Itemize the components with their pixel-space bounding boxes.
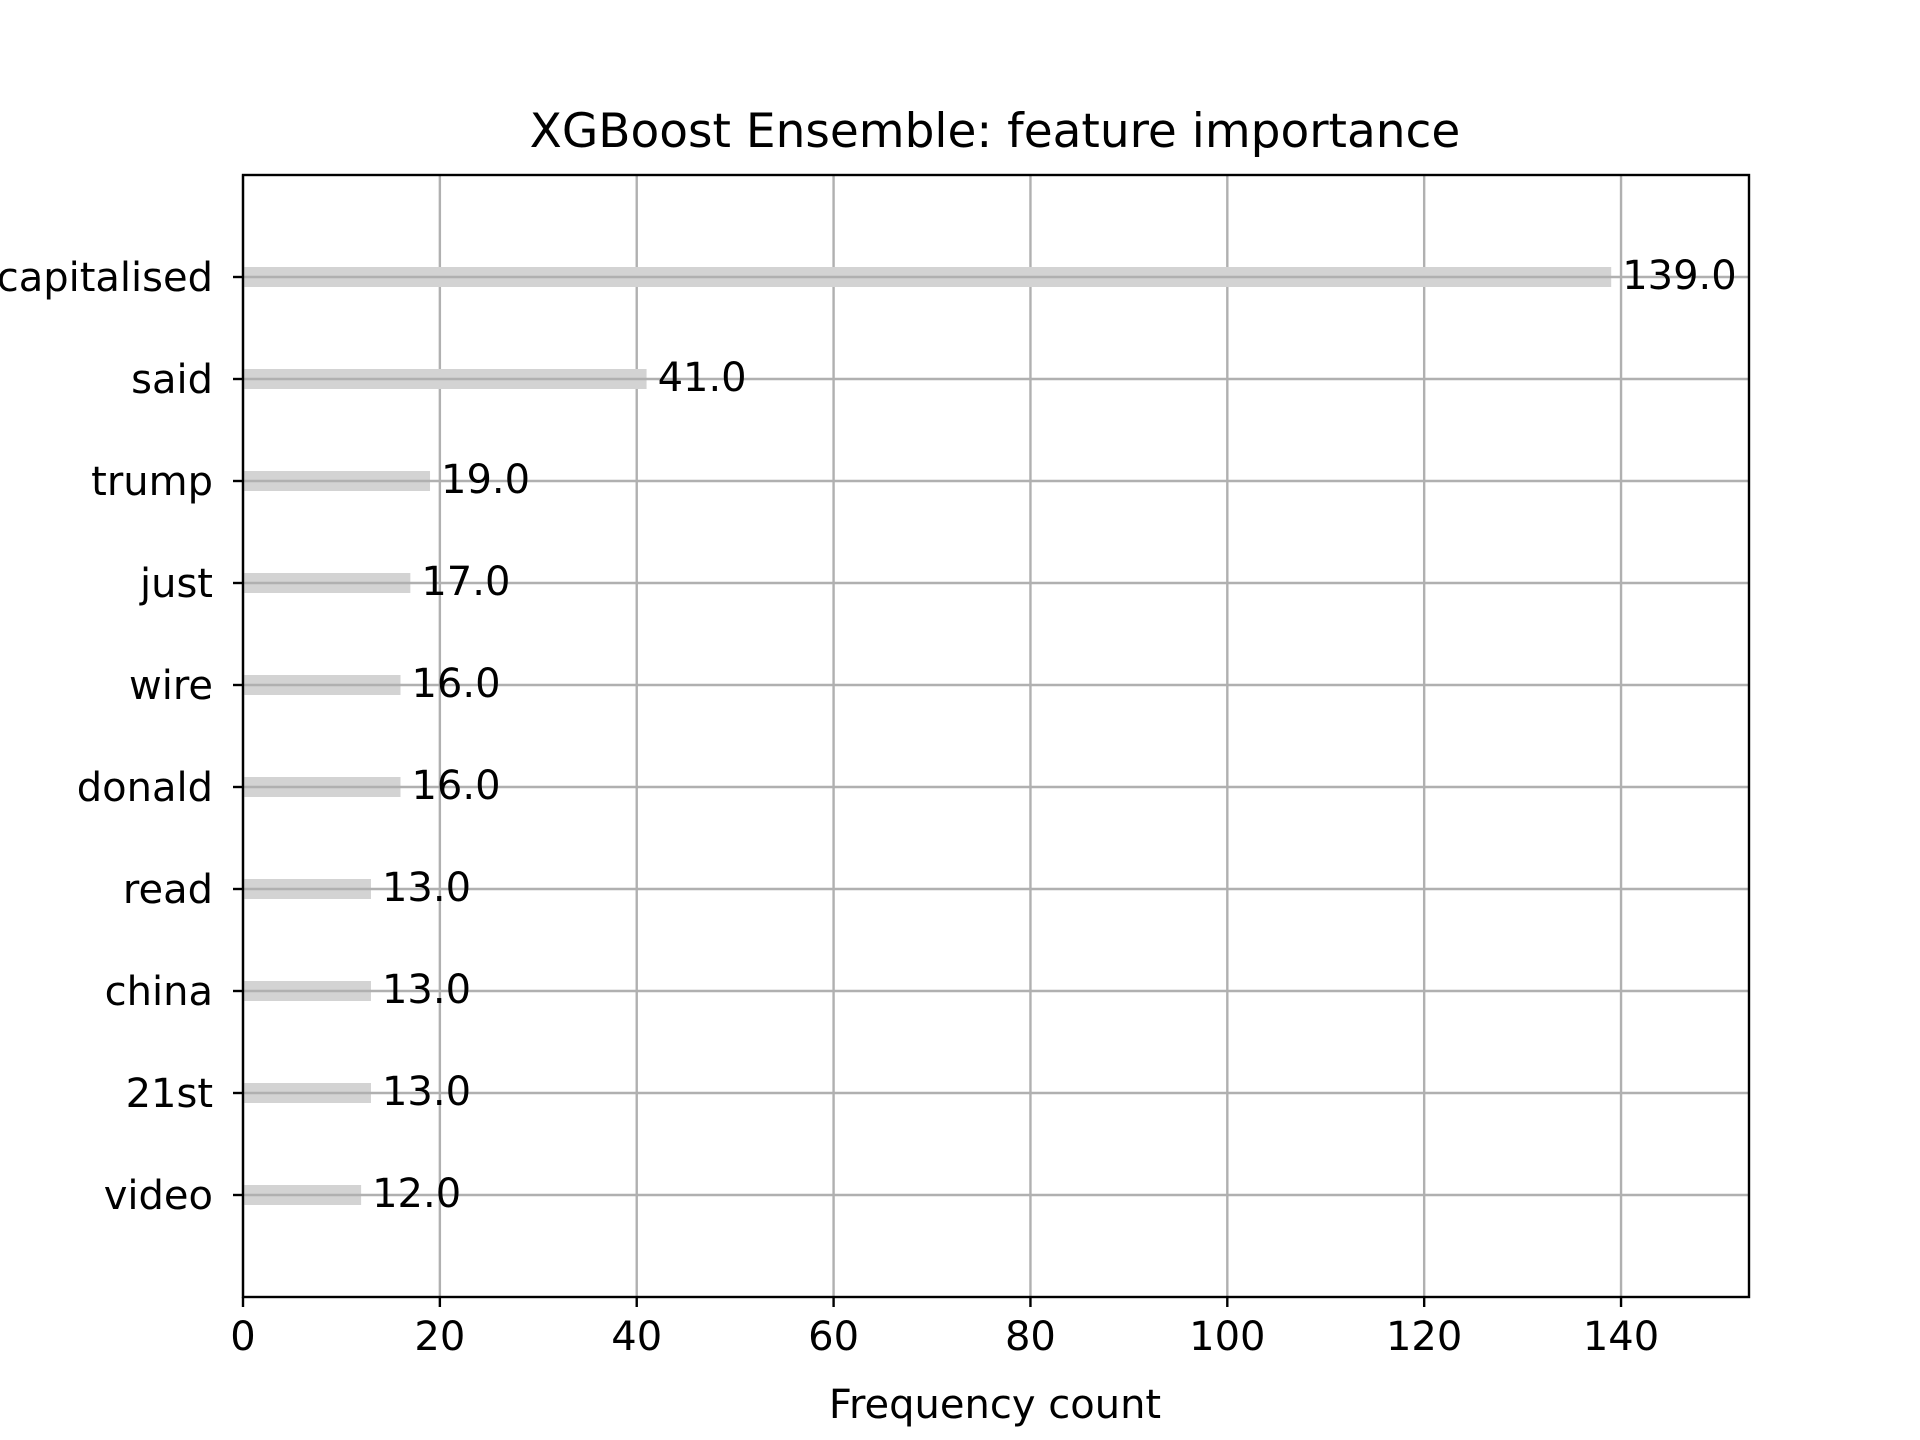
y-tick-label-wire: wire — [129, 663, 213, 709]
x-axis: 0 20 40 60 80 100 120 140 — [230, 1297, 1659, 1360]
x-tick-label: 0 — [230, 1314, 255, 1360]
chart-title: XGBoost Ensemble: feature importance — [530, 104, 1461, 159]
x-tick-label: 120 — [1386, 1314, 1462, 1360]
x-tick-label: 40 — [611, 1314, 662, 1360]
data-label-video: 12.0 — [372, 1171, 461, 1217]
data-label-just: 17.0 — [421, 559, 510, 605]
data-label-china: 13.0 — [382, 967, 471, 1013]
data-label-donald: 16.0 — [411, 763, 500, 809]
x-tick-label: 140 — [1583, 1314, 1659, 1360]
y-tick-label-21st: 21st — [126, 1071, 213, 1117]
y-tick-label-just: just — [139, 561, 213, 607]
y-tick-label-video: video — [104, 1173, 213, 1219]
data-label-trump: 19.0 — [441, 457, 530, 503]
y-axis: capitalised said trump just wire donald read ch… — [0, 255, 243, 1219]
bars — [243, 267, 1612, 1205]
plot-frame — [241, 173, 1751, 1299]
data-label-capitalised: 139.0 — [1622, 253, 1737, 299]
x-tick-label: 60 — [808, 1314, 859, 1360]
data-label-said: 41.0 — [658, 355, 747, 401]
grid — [241, 175, 1623, 1297]
x-tick-label: 20 — [414, 1314, 465, 1360]
y-tick-label-capitalised: capitalised — [0, 255, 213, 301]
y-tick-label-trump: trump — [91, 459, 213, 505]
x-tick-label: 100 — [1189, 1314, 1265, 1360]
y-tick-label-china: china — [105, 969, 213, 1015]
data-label-wire: 16.0 — [411, 661, 500, 707]
data-label-read: 13.0 — [382, 865, 471, 911]
y-tick-label-read: read — [123, 867, 213, 913]
x-tick-label: 80 — [1005, 1314, 1056, 1360]
data-label-21st: 13.0 — [382, 1069, 471, 1115]
y-tick-label-donald: donald — [77, 765, 213, 811]
data-labels: 139.0 41.0 19.0 17.0 16.0 16.0 13.0 13.0 13.0 12.… — [372, 253, 1737, 1217]
category-grid — [243, 275, 1749, 1197]
x-axis-label: Frequency count — [829, 1382, 1161, 1428]
y-tick-label-said: said — [131, 357, 213, 403]
